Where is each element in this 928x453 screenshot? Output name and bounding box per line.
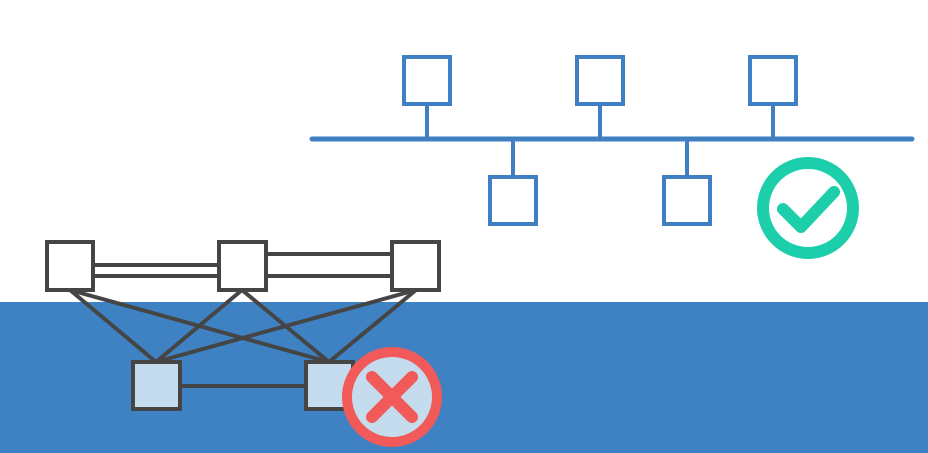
x-mark-stroke-2: [366, 371, 418, 423]
mesh-link-center-to-bottom-left: [154, 288, 244, 364]
mesh-links: [68, 252, 418, 388]
mesh-node-bottom-left: [131, 360, 182, 411]
check-mark: [777, 186, 840, 233]
bus-topology: [309, 55, 915, 226]
mesh-link-left-to-bottom-left: [68, 288, 158, 364]
bus-node-top-3: [748, 55, 798, 106]
x-circle-icon: [342, 347, 442, 447]
mesh-topology: [45, 240, 441, 411]
check-circle-icon: [757, 157, 859, 259]
bus-drop-lines: [425, 104, 775, 177]
mesh-link-right-to-bottom-right: [327, 288, 418, 364]
mesh-node-top-right: [390, 240, 441, 292]
mesh-node-top-left: [45, 240, 95, 292]
bus-node-top-2: [575, 55, 625, 106]
mesh-node-top-center: [217, 240, 268, 292]
check-circle-ring: [757, 157, 859, 259]
bus-node-bottom-1: [488, 175, 538, 226]
bus-node-bottom-2: [662, 175, 712, 226]
mesh-link-right-to-bottom-left: [155, 288, 417, 364]
bus-node-top-1: [402, 55, 452, 106]
